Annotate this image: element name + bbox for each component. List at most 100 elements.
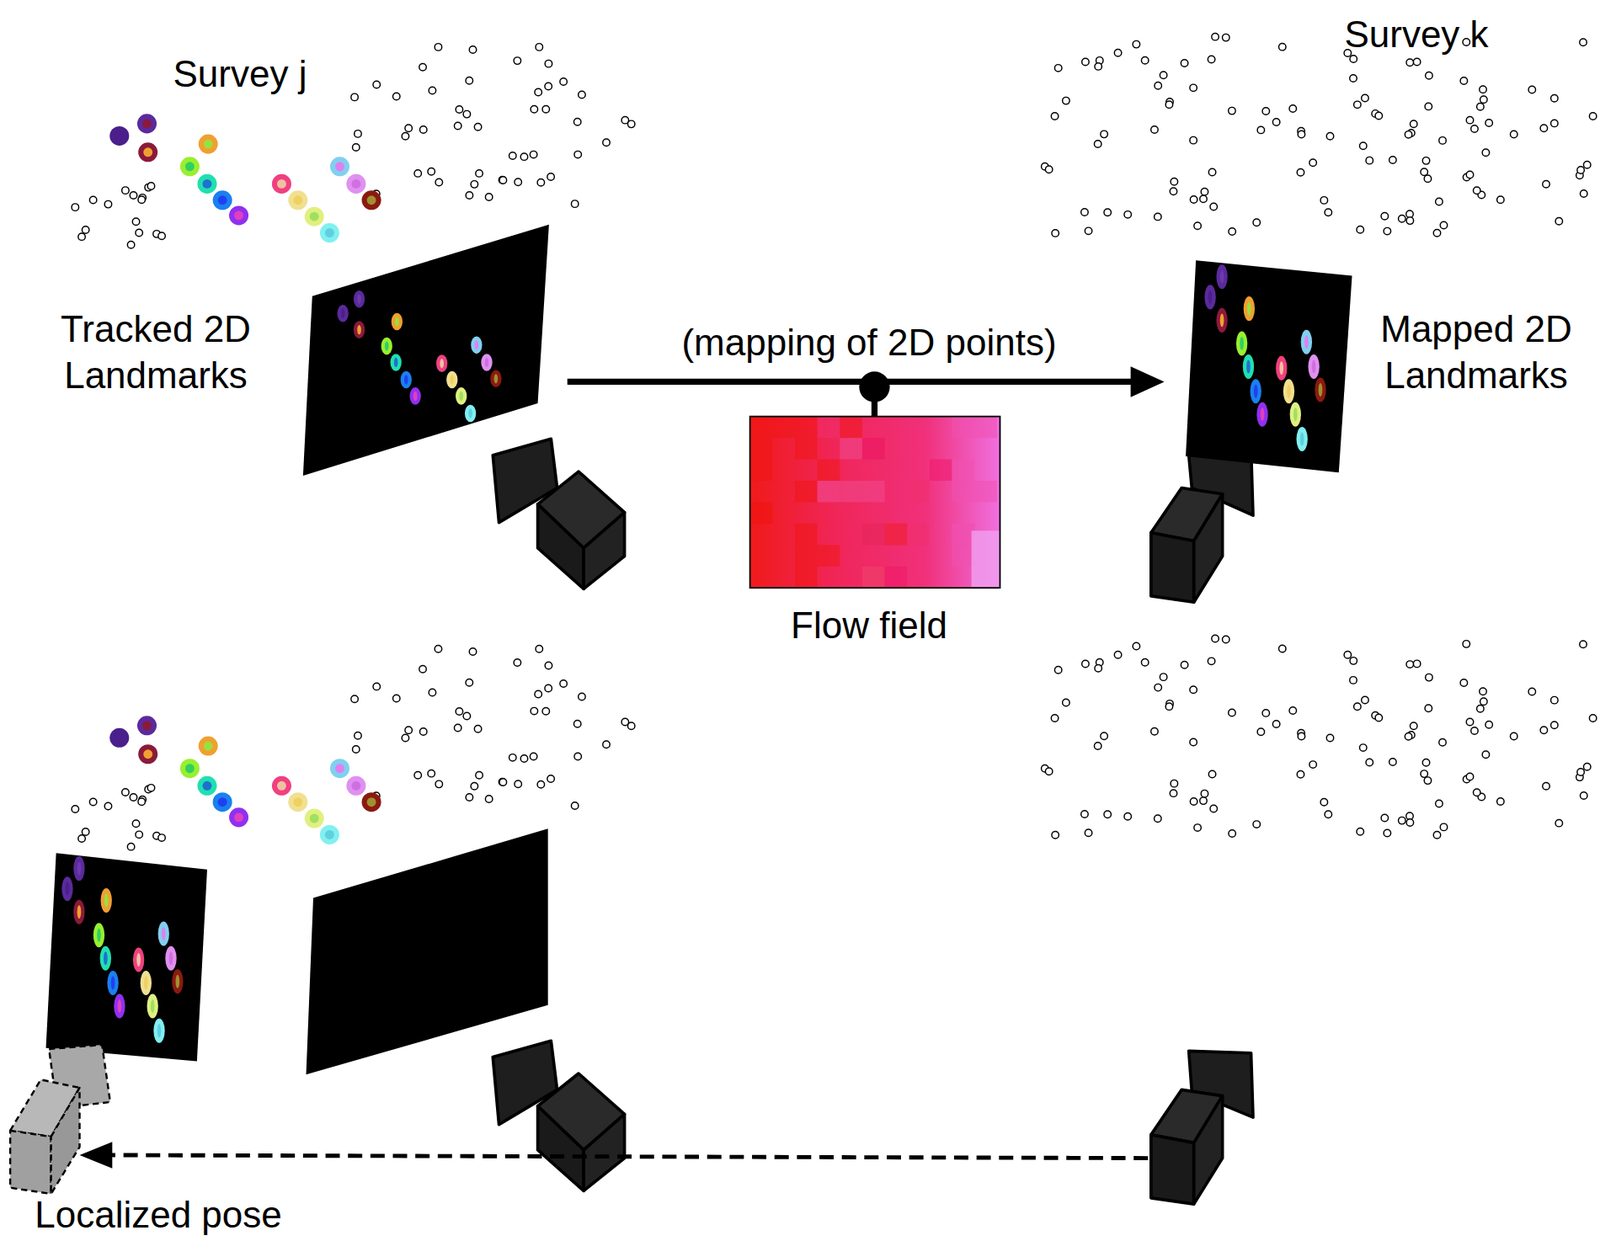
map-point: [1460, 679, 1467, 687]
map-point: [1480, 698, 1488, 705]
map-point: [1124, 211, 1131, 219]
map-point: [352, 144, 360, 151]
map-point: [1406, 661, 1414, 668]
image-landmark-core: [1286, 384, 1291, 399]
map-point: [1154, 815, 1162, 822]
map-point: [1551, 696, 1558, 704]
camera: [492, 1040, 624, 1191]
map-point: [1413, 660, 1420, 667]
image-landmark: [73, 856, 85, 881]
map-point: [427, 769, 435, 777]
map-point: [1228, 709, 1236, 716]
image-landmark-core: [413, 391, 418, 401]
map-point: [122, 186, 129, 194]
map-point: [534, 88, 542, 96]
map-point: [1211, 32, 1219, 40]
map-point: [1132, 40, 1140, 48]
map-point: [1555, 819, 1563, 827]
flow-block: [794, 480, 818, 502]
map-point: [1094, 63, 1102, 70]
map-point: [1440, 823, 1447, 831]
landmark-core: [218, 195, 228, 205]
image-landmark-core: [485, 357, 490, 368]
flow-block: [817, 416, 841, 438]
landmark-core: [293, 797, 303, 807]
image-landmark: [1307, 354, 1319, 379]
map-point: [1222, 33, 1230, 41]
image-landmark: [1275, 356, 1287, 381]
image-landmark-core: [1247, 302, 1252, 316]
flow-block: [839, 480, 863, 502]
map-point: [1551, 119, 1558, 127]
map-point: [78, 835, 86, 843]
landmark: [304, 809, 325, 829]
map-point: [1471, 727, 1478, 735]
map-point: [1159, 71, 1167, 79]
map-point: [1051, 229, 1059, 237]
map-point: [499, 778, 507, 786]
landmark: [304, 207, 325, 227]
landmark-core: [325, 228, 335, 238]
scatter-points: [71, 32, 1597, 850]
map-point: [1356, 226, 1364, 234]
localization-arrow: [80, 1141, 1149, 1169]
image-landmark-core: [1253, 384, 1259, 399]
map-point: [509, 754, 517, 762]
map-point: [1540, 726, 1547, 734]
map-point: [414, 170, 422, 177]
image-landmark: [381, 337, 393, 356]
map-point: [1200, 797, 1207, 805]
flow-block: [974, 480, 998, 502]
map-point: [135, 229, 143, 236]
map-point: [1165, 101, 1173, 108]
map-point: [1189, 196, 1197, 203]
map-point: [1583, 161, 1590, 169]
map-point: [574, 150, 582, 158]
map-point: [1207, 657, 1215, 665]
map-point: [573, 118, 581, 126]
map-point: [104, 200, 112, 208]
landmark: [197, 776, 217, 796]
map-point: [1381, 814, 1388, 822]
map-point: [1262, 107, 1270, 115]
landmark-core: [202, 179, 213, 189]
map-point: [1497, 798, 1504, 806]
image-landmark: [1204, 284, 1216, 310]
image-landmark: [61, 876, 73, 902]
map-point: [352, 746, 360, 753]
map-point: [1435, 800, 1443, 807]
image-landmark: [1314, 377, 1326, 402]
landmark-core: [202, 781, 213, 791]
flow-block: [817, 544, 841, 566]
landmark: [137, 113, 157, 134]
map-point: [132, 820, 139, 827]
image-landmark: [464, 405, 476, 423]
map-point: [1542, 181, 1550, 188]
image-landmark: [100, 946, 112, 971]
map-point: [455, 106, 463, 113]
image-landmark: [101, 888, 112, 913]
map-point: [514, 780, 522, 788]
map-point: [1084, 829, 1092, 837]
map-point: [1485, 721, 1493, 729]
image-landmark: [1243, 296, 1255, 321]
map-point: [1180, 59, 1188, 67]
image-landmark-core: [176, 975, 181, 989]
image-landmark-core: [449, 374, 454, 384]
map-point: [420, 126, 427, 134]
map-point: [1200, 789, 1208, 797]
map-point: [1054, 64, 1062, 72]
map-point: [474, 725, 481, 732]
landmark-core: [203, 139, 214, 150]
map-point: [1114, 650, 1121, 658]
flow-block: [885, 523, 908, 545]
image-landmark: [1290, 402, 1302, 427]
map-point: [1211, 634, 1219, 642]
map-point: [127, 240, 134, 248]
map-point: [1479, 85, 1487, 93]
map-point: [1439, 739, 1446, 747]
map-point: [513, 659, 521, 667]
map-point: [1422, 759, 1430, 767]
flow-block: [750, 501, 774, 523]
map-point: [475, 170, 483, 177]
